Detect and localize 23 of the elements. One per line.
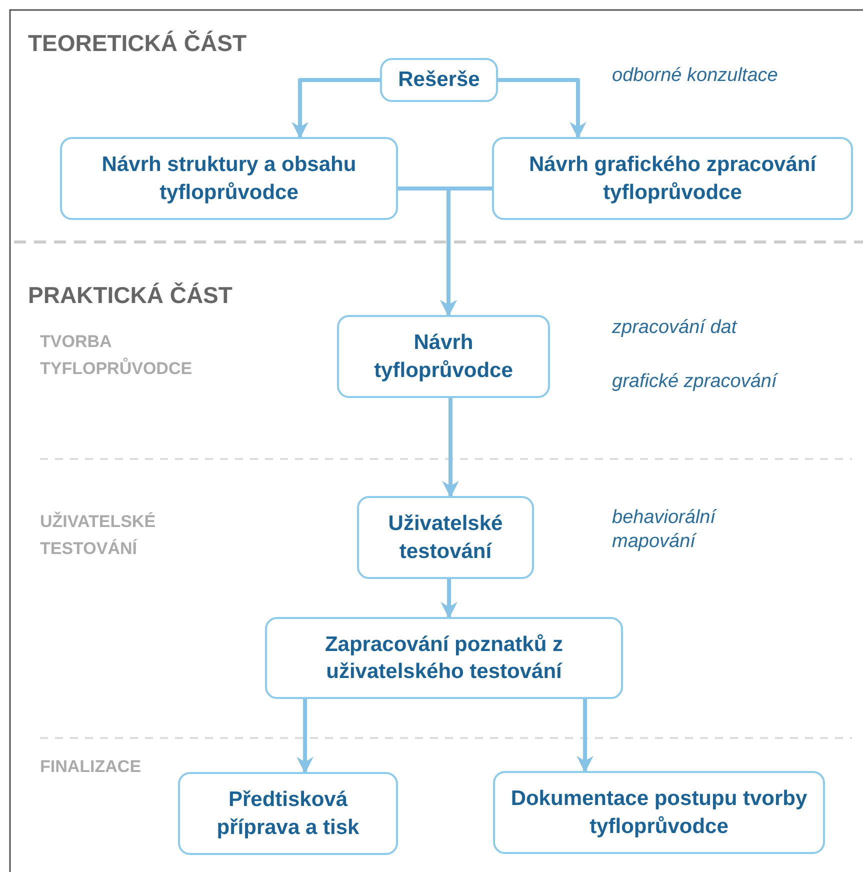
process-box: Dokumentace postupu tvorby tyfloprůvodce xyxy=(493,771,825,854)
note: odborné konzultace xyxy=(612,64,778,88)
arrow xyxy=(296,699,314,774)
process-box: Předtisková příprava a tisk xyxy=(178,772,398,855)
process-box: Návrh struktury a obsahu tyfloprůvodce xyxy=(60,137,398,220)
process-box: Návrh grafického zpracování tyfloprůvodce xyxy=(492,137,853,220)
arrow xyxy=(292,78,380,139)
process-box: Rešerše xyxy=(380,58,498,102)
section-heading: UŽIVATELSKÉ TESTOVÁNÍ xyxy=(40,510,157,560)
process-box: Zapracování poznatků z uživatelského testování xyxy=(265,617,623,699)
process-box: Návrh tyfloprůvodce xyxy=(337,315,550,398)
arrow xyxy=(440,579,458,619)
section-heading: FINALIZACE xyxy=(40,756,142,778)
arrow xyxy=(498,78,586,139)
note: grafické zpracování xyxy=(612,370,777,394)
note: behaviorální mapování xyxy=(612,506,718,554)
process-box: Uživatelské testování xyxy=(357,496,534,579)
arrow xyxy=(442,398,459,498)
note: zpracování dat xyxy=(612,316,737,340)
arrow xyxy=(576,699,594,773)
section-heading: PRAKTICKÁ ČÁST xyxy=(28,282,232,309)
section-heading: TEORETICKÁ ČÁST xyxy=(28,30,246,57)
section-heading: TVORBA TYFLOPRŮVODCE xyxy=(40,331,194,380)
